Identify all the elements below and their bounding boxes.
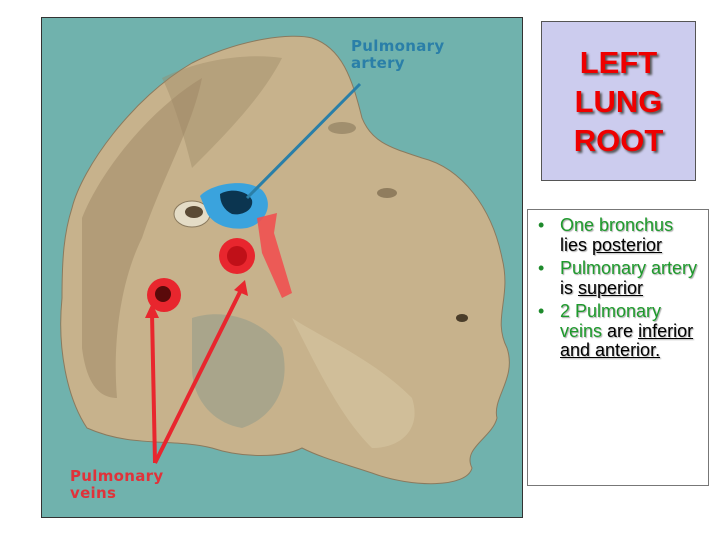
bullet-dot-icon: • [538, 215, 545, 235]
lung-root-figure: Pulmonary artery Pulmonary veins [41, 17, 523, 518]
lung-specimen-illustration [60, 35, 510, 485]
bullet-underline: posterior [592, 234, 663, 255]
bullet-underline: superior [578, 277, 644, 298]
bullet-item: • 2 Pulmonary veins are inferior and ant… [536, 301, 704, 361]
bullet-dot-icon: • [538, 301, 545, 321]
bullet-plain: lies [560, 234, 593, 255]
bullet-list: • One bronchus lies posterior • Pulmonar… [527, 209, 709, 486]
bullet-plain: is [560, 277, 578, 298]
pulmonary-artery-label: Pulmonary artery [351, 37, 445, 72]
title-box: LEFT LUNG ROOT [541, 21, 696, 181]
bullet-item: • Pulmonary artery is superior [536, 258, 704, 298]
bullet-highlight: 2 Pulmonary veins [560, 301, 662, 341]
bullet-highlight: Pulmonary artery [560, 258, 698, 278]
bullet-text: Pulmonary artery is superior [560, 258, 704, 298]
bullet-underline: inferior and anterior. [560, 320, 694, 360]
bullet-dot-icon: • [538, 258, 545, 278]
bullet-text: One bronchus lies posterior [560, 215, 704, 255]
slide-title: LEFT LUNG ROOT [573, 44, 664, 158]
pulmonary-veins-label: Pulmonary veins [70, 467, 164, 502]
bullet-text: 2 Pulmonary veins are inferior and anter… [560, 301, 704, 361]
bullet-item: • One bronchus lies posterior [536, 215, 704, 255]
bullet-highlight: One bronchus [560, 215, 674, 235]
bullet-plain: are [602, 320, 639, 341]
